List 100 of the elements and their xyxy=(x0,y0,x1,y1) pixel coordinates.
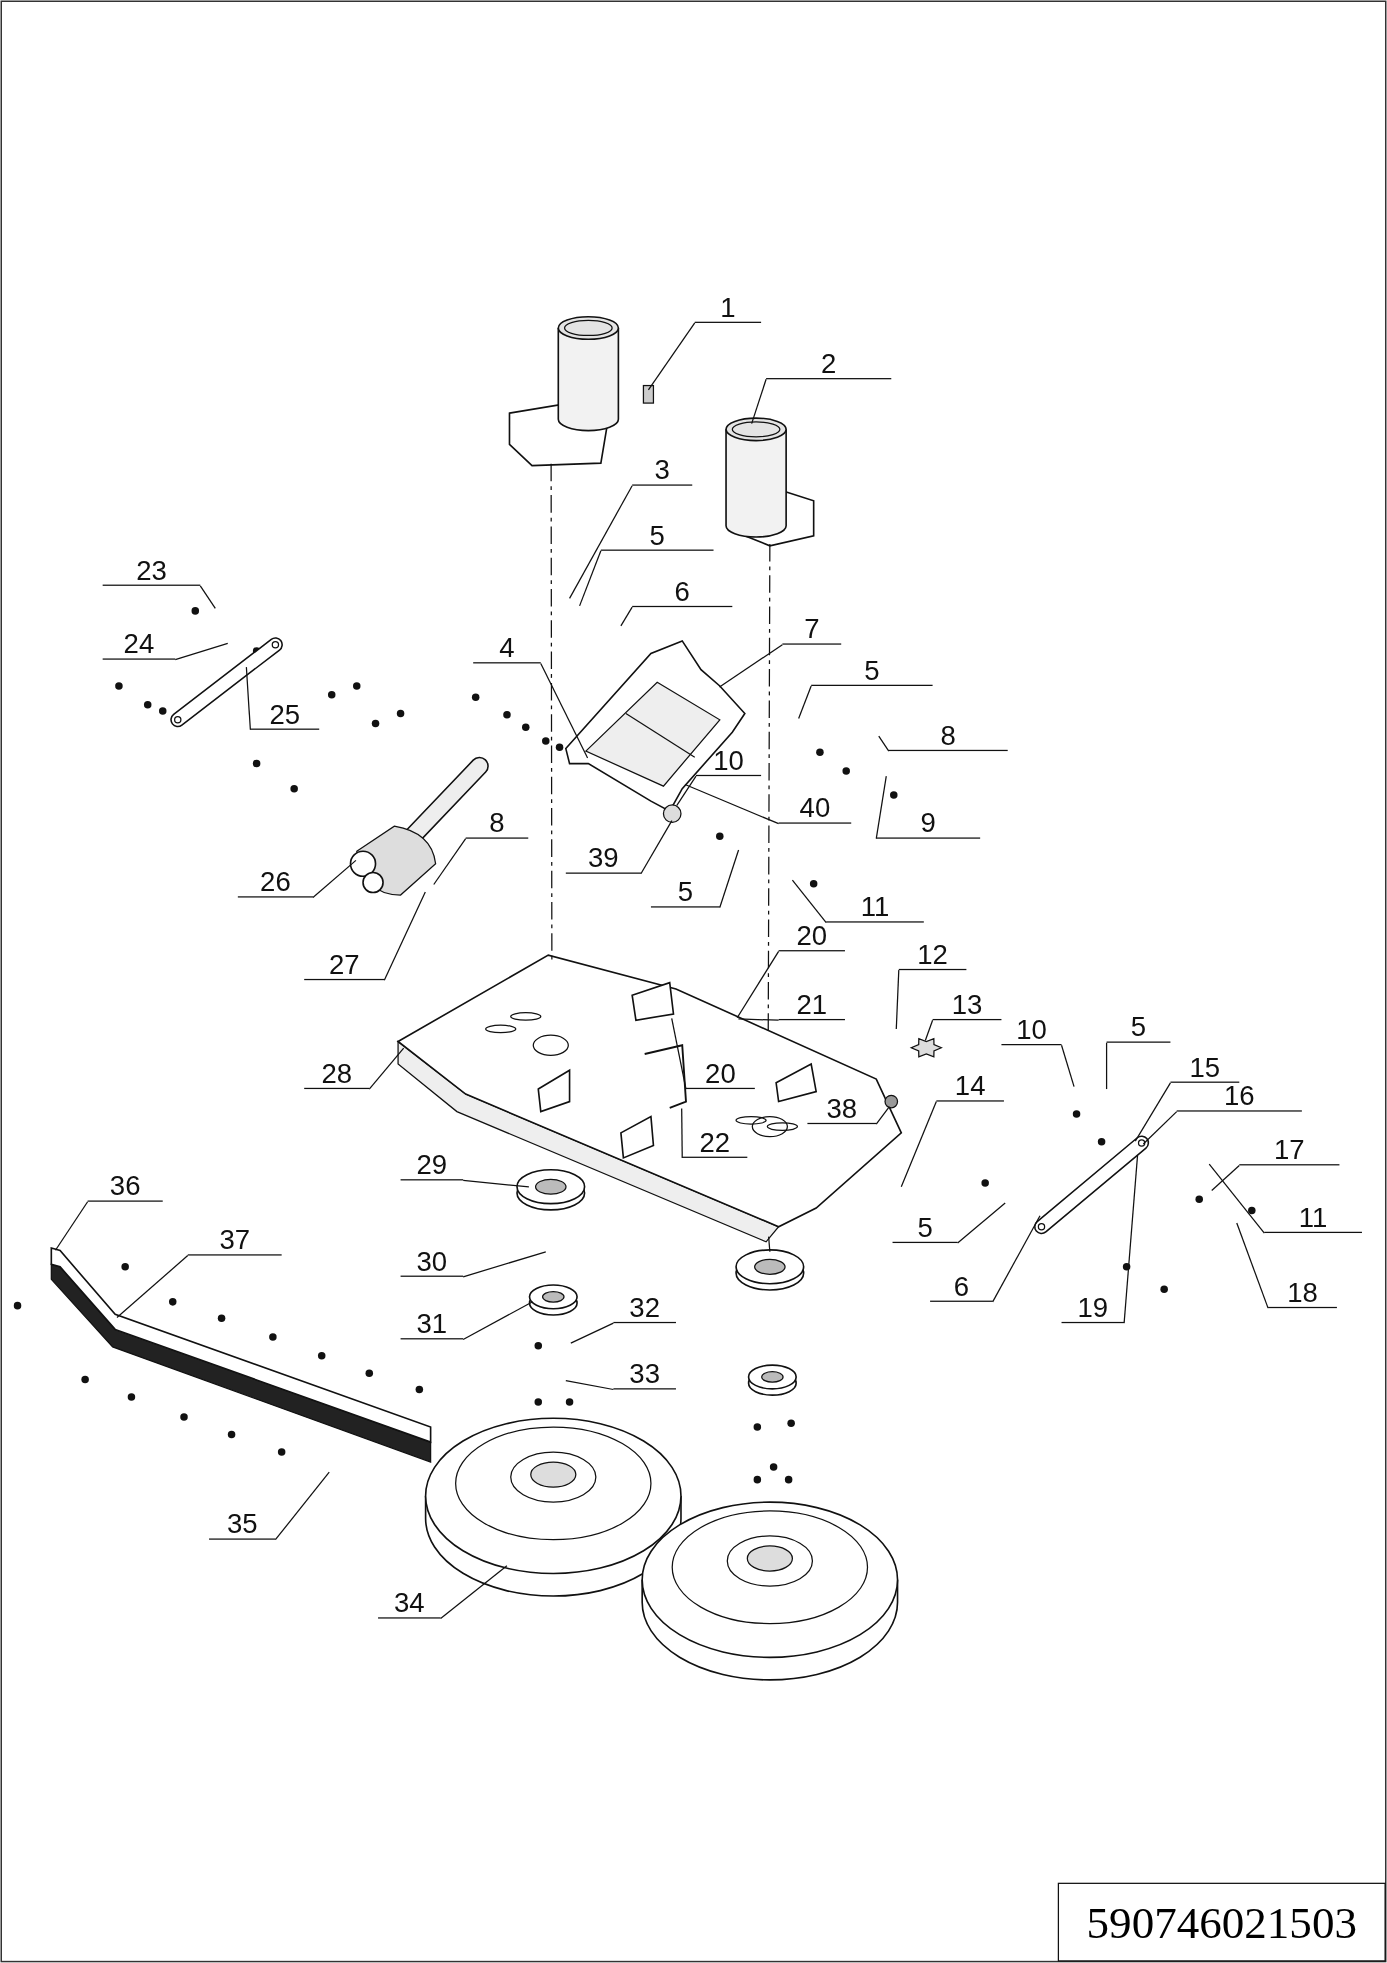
leader-line xyxy=(1211,1164,1240,1192)
callout-number: 14 xyxy=(954,1072,986,1101)
leader-line xyxy=(751,378,767,425)
callout-number: 39 xyxy=(588,844,619,873)
leader-line xyxy=(245,666,251,731)
callout-number: 11 xyxy=(860,893,890,922)
callout-number: 34 xyxy=(394,1589,425,1618)
callout-number: 20 xyxy=(796,922,828,951)
leader-line xyxy=(274,1471,330,1541)
callout-number: 9 xyxy=(920,809,936,838)
deck-plate-drawing xyxy=(396,954,903,1243)
leader-line xyxy=(174,642,229,661)
callout-number: 6 xyxy=(674,578,690,606)
callout-number: 3 xyxy=(654,456,670,485)
leader-line xyxy=(737,1018,780,1021)
callout-number: 19 xyxy=(1077,1294,1109,1322)
cutting-disc-drawing xyxy=(641,1501,899,1681)
leader-line xyxy=(684,783,780,825)
callout-number: 5 xyxy=(649,522,665,550)
leader-line xyxy=(570,1322,614,1344)
callout-number: 36 xyxy=(109,1172,141,1201)
callout-number: 31 xyxy=(416,1310,448,1339)
leader-line xyxy=(924,1019,934,1042)
leader-line xyxy=(462,1251,547,1278)
callout-number: 24 xyxy=(123,630,155,659)
leader-line xyxy=(681,1107,683,1159)
leader-line xyxy=(565,1380,614,1391)
leader-line xyxy=(1236,1222,1269,1309)
callout-number: 5 xyxy=(1130,1013,1147,1042)
callout-number: 13 xyxy=(951,991,983,1019)
callout-number: 35 xyxy=(226,1510,258,1539)
callout-number: 5 xyxy=(677,878,694,907)
cutting-disc-drawing xyxy=(424,1417,682,1597)
motor-drawing xyxy=(725,417,815,547)
leader-line xyxy=(199,585,216,609)
center-line xyxy=(767,543,771,1032)
motor-drawing xyxy=(508,315,620,467)
leader-line xyxy=(462,1301,534,1341)
callout-number: 5 xyxy=(917,1214,933,1242)
callout-number: 15 xyxy=(1189,1054,1221,1082)
callout-number: 17 xyxy=(1274,1136,1305,1165)
callout-number: 20 xyxy=(705,1060,736,1088)
callout-number: 28 xyxy=(321,1060,353,1088)
center-line xyxy=(768,1235,771,1253)
callout-number: 23 xyxy=(136,557,167,585)
callout-number: 25 xyxy=(269,701,301,729)
callout-number: 6 xyxy=(953,1273,970,1301)
leader-line xyxy=(875,1105,891,1125)
flange-drawing xyxy=(735,1249,805,1291)
leader-line xyxy=(440,1565,508,1620)
leader-line xyxy=(900,1100,937,1188)
center-line xyxy=(550,463,553,962)
leader-line xyxy=(568,485,633,599)
callout-number: 11 xyxy=(1298,1204,1328,1232)
callout-number: 26 xyxy=(260,868,291,897)
actuator-drawing xyxy=(349,756,489,896)
leader-line xyxy=(719,849,740,909)
callout-number: 22 xyxy=(699,1129,731,1157)
leader-line xyxy=(433,838,467,886)
callout-number: 38 xyxy=(826,1095,858,1123)
bearing-drawing xyxy=(528,1284,578,1316)
leader-line xyxy=(368,1047,405,1090)
leader-line xyxy=(1142,1110,1178,1145)
leader-line xyxy=(647,322,696,391)
callout-number: 10 xyxy=(713,747,744,775)
lever-arm-drawing xyxy=(1034,1135,1150,1235)
callout-number: 40 xyxy=(799,794,831,823)
callout-number: 32 xyxy=(629,1294,660,1322)
callout-number: 10 xyxy=(1016,1016,1047,1044)
callout-number: 1 xyxy=(720,294,736,322)
callout-number: 37 xyxy=(219,1226,251,1255)
leader-line xyxy=(116,1254,189,1319)
callout-number: 21 xyxy=(796,991,828,1019)
callout-number: 33 xyxy=(629,1360,660,1389)
callout-number: 8 xyxy=(489,809,505,838)
leader-line xyxy=(798,685,812,720)
leader-line xyxy=(957,1202,1006,1244)
callout-number: 4 xyxy=(499,634,515,663)
callout-number: 8 xyxy=(940,722,956,750)
leader-line xyxy=(791,879,827,924)
callout-number: 30 xyxy=(416,1248,448,1276)
callout-number: 16 xyxy=(1223,1082,1255,1111)
leader-line xyxy=(620,606,633,627)
leader-line xyxy=(878,735,890,752)
star-knob-drawing xyxy=(909,1037,943,1058)
leader-line xyxy=(383,891,426,981)
bearing-drawing xyxy=(747,1364,797,1396)
leader-line xyxy=(1134,1082,1172,1142)
leader-line xyxy=(676,775,697,807)
callout-number: 2 xyxy=(821,350,837,379)
leader-line xyxy=(671,1017,687,1090)
leader-line xyxy=(312,859,357,899)
leader-line xyxy=(640,819,673,875)
leader-line xyxy=(462,1179,530,1188)
leader-line xyxy=(540,662,589,759)
leader-line xyxy=(578,550,602,607)
leader-line xyxy=(718,644,783,688)
callout-number: 27 xyxy=(328,951,360,979)
callout-number: 18 xyxy=(1287,1279,1318,1307)
leader-line xyxy=(875,775,887,840)
